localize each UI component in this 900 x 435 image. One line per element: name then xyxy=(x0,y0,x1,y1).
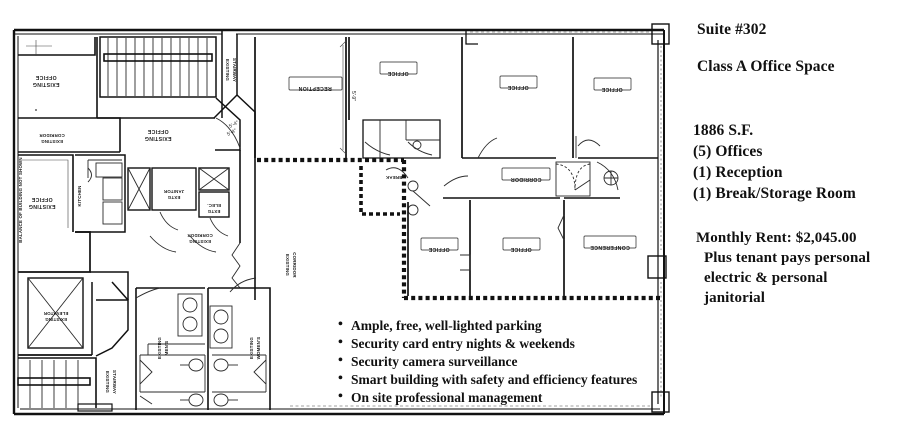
room-existing-mens: EXISTING MEN'S xyxy=(135,287,206,410)
amenity-item: On site professional management xyxy=(336,388,676,407)
room-label: WOMEN'S xyxy=(256,337,261,360)
room-label: EXISTING xyxy=(41,139,63,144)
dimension-label: 5'-9" xyxy=(350,91,356,101)
monthly-rent: Monthly Rent: $2,045.00 xyxy=(696,230,857,246)
room-label: EXISTING xyxy=(144,135,171,141)
room-label: EXISTING xyxy=(249,337,254,359)
room-reception: RECEPTION 5'-9" xyxy=(254,37,356,158)
room-existing-corridor-nw: EXISTING CORRIDOR xyxy=(18,133,120,153)
suite-title: Suite #302 xyxy=(697,21,767,38)
room-label: ELEC. xyxy=(207,203,221,208)
room-office-2: OFFICE xyxy=(462,37,574,159)
dimension-label: 5'-4" xyxy=(226,128,238,138)
spec-reception: (1) Reception xyxy=(693,164,783,181)
room-label: EXISTING xyxy=(285,254,290,276)
room-label: EXISTING xyxy=(189,239,211,244)
amenity-item: Ample, free, well-lighted parking xyxy=(336,316,676,335)
room-label: CORRIDOR xyxy=(292,252,297,278)
space-specs: 1886 S.F. (5) Offices (1) Reception (1) … xyxy=(693,120,856,204)
room-extg-elec: EXTG ELEC. xyxy=(198,167,230,237)
dimension-label: 5'-4" xyxy=(228,120,240,130)
room-label: OFFICE xyxy=(428,246,449,252)
room-existing-office-w: EXISTING OFFICE BALANCE OF BUILDING NOT … xyxy=(18,154,74,243)
room-label: JANITOR xyxy=(163,189,184,194)
amenities-list: Ample, free, well-lighted parking Securi… xyxy=(336,316,676,407)
room-corridor-suite: CORRIDOR xyxy=(443,161,620,199)
room-label: CORRIDOR xyxy=(510,176,541,182)
room-label: OFFICE xyxy=(601,86,622,92)
spec-offices: (5) Offices xyxy=(693,143,763,160)
amenity-item: Smart building with safety and efficienc… xyxy=(336,370,676,389)
room-label: OFFICE xyxy=(387,70,408,76)
room-kitchen: KITCHEN xyxy=(75,154,126,233)
room-label: EXTG xyxy=(207,209,220,214)
room-label: OFFICE xyxy=(35,74,56,80)
room-existing-womens: EXISTING WOMEN'S xyxy=(207,277,271,410)
top-window-mullions xyxy=(465,30,650,45)
spec-square-footage: 1886 S.F. xyxy=(693,122,754,139)
room-label: RECEPTION xyxy=(298,85,331,91)
room-label: CONFERENCE xyxy=(590,244,630,250)
room-label: EXTG xyxy=(167,195,180,200)
room-label: MEN'S xyxy=(164,341,169,356)
spec-break-storage: (1) Break/Storage Room xyxy=(693,185,856,202)
class-subtitle: Class A Office Space xyxy=(697,58,835,75)
room-label: EXISTING xyxy=(225,59,230,81)
room-existing-office-nw: EXISTING OFFICE xyxy=(18,37,120,119)
room-label: EXISTING xyxy=(157,337,162,359)
room-label: STAIRWAY xyxy=(232,58,237,82)
room-existing-office-n: EXISTING OFFICE xyxy=(96,37,215,152)
room-label: KITCHEN xyxy=(77,186,82,207)
room-existing-stairway-s: EXISTING STAIRWAY xyxy=(17,281,129,412)
listing-info-panel: Suite #302 Class A Office Space 1886 S.F… xyxy=(690,0,900,435)
amenity-item: Security camera surveillance xyxy=(336,352,676,371)
room-label: EXISTING xyxy=(28,203,55,209)
room-label: OFFICE xyxy=(31,196,52,202)
room-label: OFFICE xyxy=(507,84,528,90)
note-balance-of-building: BALANCE OF BUILDING NOT SHOWN xyxy=(18,157,23,243)
room-label: EXISTING xyxy=(105,371,110,393)
room-existing-corridor-c: EXISTING CORRIDOR EXISTING CORRIDOR xyxy=(187,150,297,300)
suite-demising-wall xyxy=(257,157,664,301)
room-office-5: OFFICE xyxy=(502,200,565,296)
room-label: OFFICE xyxy=(510,246,531,252)
room-office-4: OFFICE xyxy=(407,200,471,296)
amenity-item: Security card entry nights & weekends xyxy=(336,334,676,353)
room-existing-stairway-n: EXISTING STAIRWAY xyxy=(99,30,238,119)
room-label: EXISTING xyxy=(32,81,59,87)
room-office-1: OFFICE BREAK xyxy=(348,37,463,216)
room-label: EXISTING xyxy=(45,317,67,322)
rent-note-line: Plus tenant pays personal xyxy=(704,250,871,266)
room-conference: CONFERENCE xyxy=(583,235,637,250)
room-label: ELEVATOR xyxy=(43,311,68,316)
corridor-vestibule: 5'-4" 5'-4" xyxy=(215,94,256,151)
room-label: BREAK xyxy=(385,175,402,180)
room-label: OFFICE xyxy=(147,128,168,134)
room-office-3: OFFICE xyxy=(575,77,658,159)
room-existing-corridor-s xyxy=(149,235,217,253)
room-extg-janitor: EXTG JANITOR xyxy=(127,167,197,231)
room-label: STAIRWAY xyxy=(112,370,117,394)
floor-plan-drawing: EXISTING OFFICE EXISTING CORRIDOR EXISTI… xyxy=(12,23,670,416)
rent-note-line: electric & personal xyxy=(704,270,828,286)
room-existing-elevator: EXISTING ELEVATOR xyxy=(18,231,129,356)
rent-block: Monthly Rent: $2,045.00 Plus tenant pays… xyxy=(696,228,870,308)
room-label: CORRIDOR xyxy=(39,133,65,138)
room-label: CORRIDOR xyxy=(187,233,213,238)
rent-note-line: janitorial xyxy=(704,290,765,306)
